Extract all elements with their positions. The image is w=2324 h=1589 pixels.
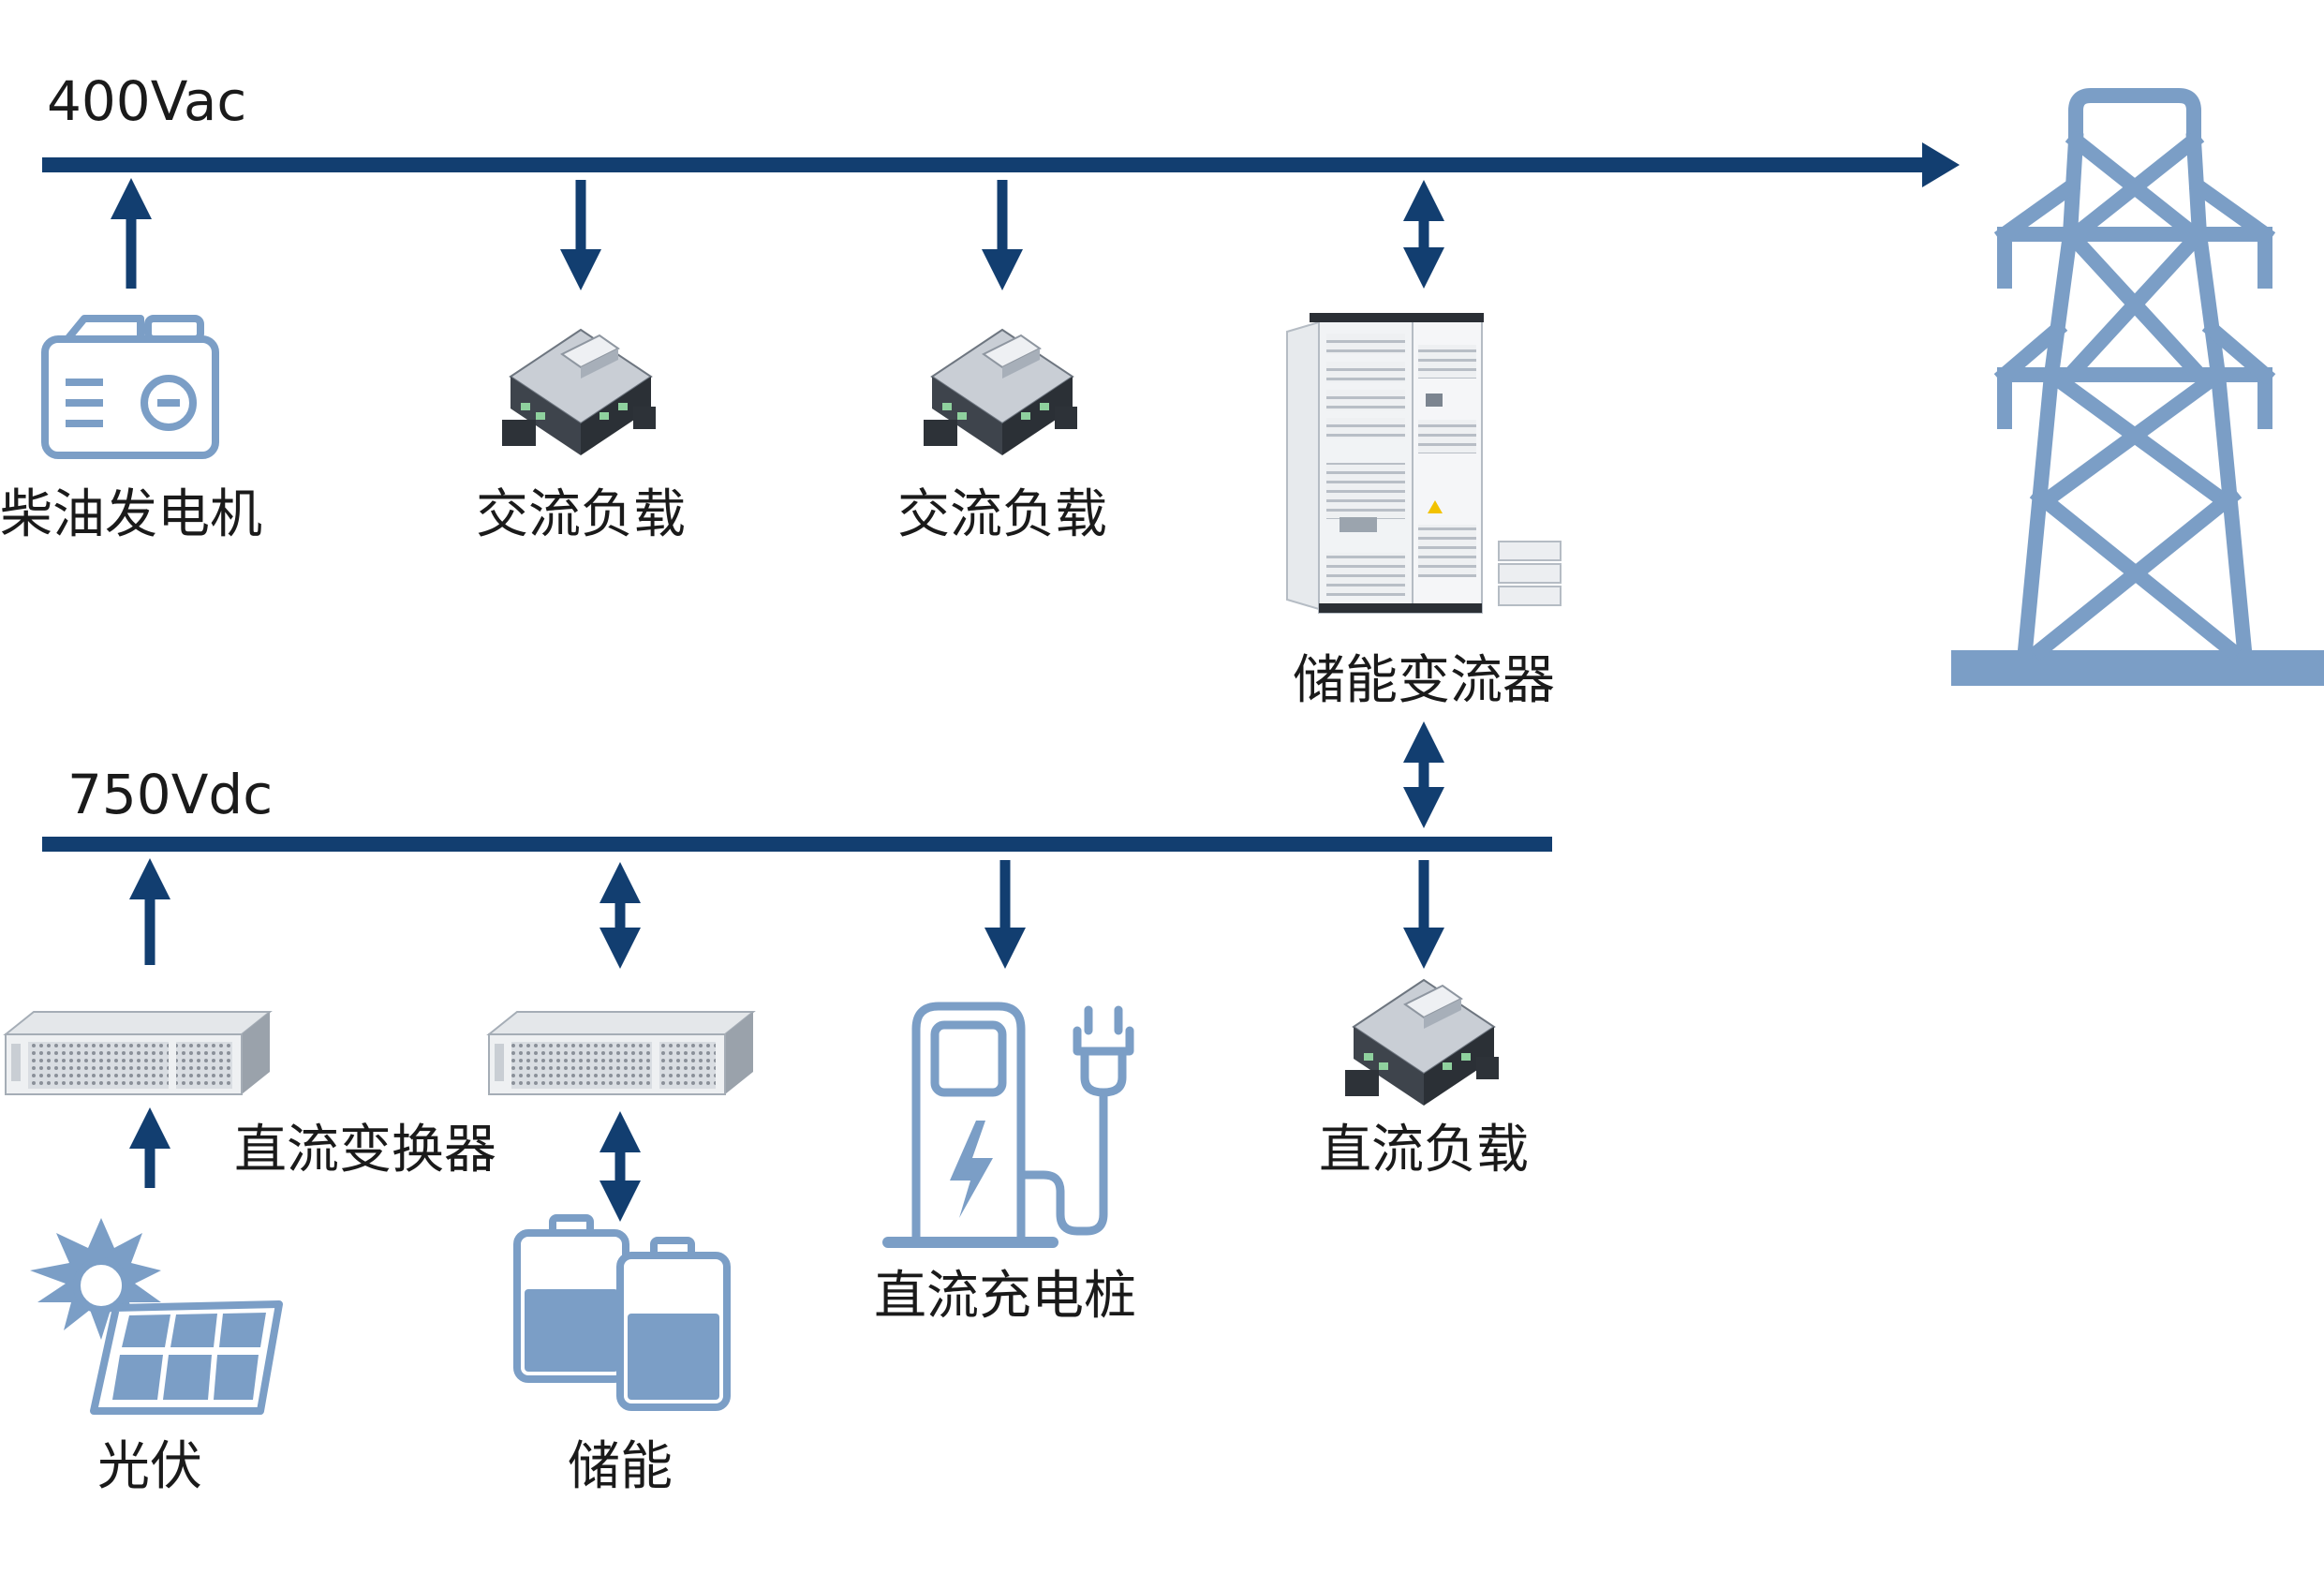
solar-panel-icon bbox=[30, 1218, 283, 1415]
storage-label: 储能 bbox=[568, 1436, 673, 1497]
ev-charger-icon bbox=[882, 1002, 1134, 1248]
dc-converter-label: 直流变换器 bbox=[234, 1120, 496, 1181]
ac-load-building-icon-1 bbox=[502, 328, 656, 455]
dc-bus-label: 750Vdc bbox=[67, 763, 273, 826]
pv-label: 光伏 bbox=[97, 1436, 202, 1497]
lightning-icon bbox=[950, 1121, 993, 1218]
dc-load-label: 直流负载 bbox=[1319, 1120, 1529, 1181]
ac-bus: 400Vac bbox=[42, 69, 1960, 187]
power-flow-arrows bbox=[111, 178, 1444, 1222]
battery-icon bbox=[513, 1214, 731, 1411]
ac-load-2-label: 交流负载 bbox=[897, 484, 1107, 545]
pcs-cabinet-icon bbox=[1286, 313, 1562, 614]
ac-bus-label: 400Vac bbox=[47, 69, 246, 133]
storage-converter-rack-icon bbox=[486, 1011, 756, 1095]
ac-load-1-label: 交流负载 bbox=[476, 484, 686, 545]
transmission-tower-icon bbox=[1951, 88, 2324, 686]
generator-icon bbox=[41, 315, 219, 459]
diesel-generator-label: 柴油发电机 bbox=[0, 484, 262, 545]
ac-bus-arrowhead bbox=[1922, 142, 1960, 187]
dc-bus: 750Vdc bbox=[42, 763, 1552, 852]
pcs-label: 储能变流器 bbox=[1293, 650, 1555, 711]
dc-load-building-icon bbox=[1345, 978, 1499, 1106]
ac-load-building-icon-2 bbox=[924, 328, 1077, 455]
dc-bus-line bbox=[42, 837, 1552, 852]
dc-charger-label: 直流充电桩 bbox=[874, 1266, 1136, 1327]
dc-converter-rack-icon bbox=[3, 1011, 273, 1095]
ac-bus-line bbox=[42, 157, 1934, 172]
